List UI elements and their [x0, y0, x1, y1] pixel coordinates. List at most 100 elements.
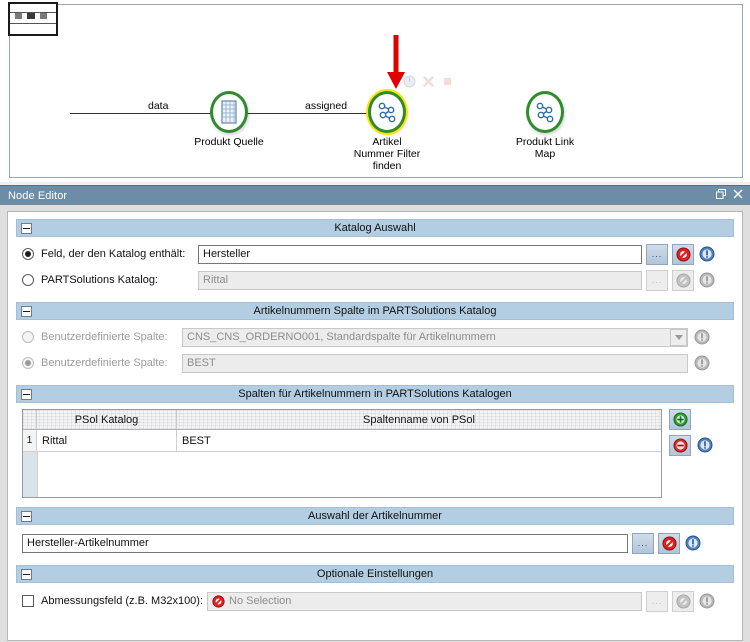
- flow-node-produkt-link-map[interactable]: Produkt Link Map: [485, 91, 605, 160]
- collapse-toggle-icon[interactable]: [21, 222, 32, 234]
- no-entry-icon: [661, 535, 677, 551]
- flow-node-label-artikel-nummer-filter-finden: Artikel Nummer Filter finden: [353, 136, 421, 172]
- row-feld-katalog: Feld, der den Katalog enthält: Herstelle…: [16, 241, 734, 267]
- table-header-psol-katalog[interactable]: PSol Katalog: [37, 410, 177, 429]
- workflow-canvas-inner[interactable]: data assigned: [9, 4, 743, 178]
- table-blank-rows: [38, 452, 661, 497]
- red-pointer-arrow: [387, 35, 405, 89]
- dropdown-standardspalte-value: CNS_CNS_ORDERNO001, Standardspalte für A…: [187, 331, 496, 343]
- node-circle-produkt-link-map[interactable]: [526, 91, 564, 133]
- overview-minimap[interactable]: [8, 2, 58, 36]
- edge-assigned-line: [225, 113, 400, 114]
- checkbox-abmessungsfeld[interactable]: [22, 595, 34, 607]
- table-header-index: [23, 410, 37, 429]
- browse-button-feld-katalog[interactable]: ...: [646, 243, 668, 265]
- section-header-spalten-tabelle[interactable]: Spalten für Artikelnummern in PARTSoluti…: [16, 385, 734, 403]
- section-header-optionale-einstellungen[interactable]: Optionale Einstellungen: [16, 565, 734, 583]
- radio-standardspalte: [22, 331, 34, 343]
- row-benutzerdefinierte-spalte: Benutzerdefinierte Spalte: BEST: [16, 350, 734, 376]
- info-icon: [694, 329, 711, 346]
- no-entry-icon: [675, 246, 691, 262]
- info-icon[interactable]: [697, 437, 714, 454]
- remove-row-button[interactable]: [669, 435, 691, 456]
- node-editor-content: Katalog Auswahl Feld, der den Katalog en…: [7, 211, 743, 641]
- info-icon: [699, 272, 716, 289]
- browse-button-partsolutions-katalog: ...: [646, 269, 668, 291]
- row-abmessungsfeld: Abmessungsfeld (z.B. M32x100): No Select…: [16, 588, 734, 614]
- row-auswahl-artikelnummer: Hersteller-Artikelnummer ...: [16, 530, 734, 556]
- section-title-optionale-einstellungen: Optionale Einstellungen: [316, 568, 434, 580]
- clear-button-partsolutions-katalog: [672, 269, 694, 291]
- node-circle-produkt-quelle[interactable]: [210, 91, 248, 133]
- radio-feld-katalog[interactable]: [22, 248, 34, 260]
- input-feld-katalog[interactable]: Hersteller: [198, 244, 642, 264]
- collapse-toggle-icon[interactable]: [21, 388, 32, 400]
- label-benutzerdefinierte-spalte: Benutzerdefinierte Spalte:: [41, 357, 168, 369]
- input-benutzerdefinierte-spalte: BEST: [182, 353, 688, 373]
- minimap-node-blip: [40, 13, 47, 19]
- table-index-gutter: [23, 452, 38, 497]
- edge-label-assigned: assigned: [305, 100, 348, 112]
- clear-button-feld-katalog[interactable]: [672, 243, 694, 265]
- minimap-node-blip: [15, 13, 22, 19]
- input-partsolutions-katalog: Rittal: [198, 270, 642, 290]
- info-icon[interactable]: [699, 246, 716, 263]
- no-entry-icon: [675, 272, 691, 288]
- input-auswahl-artikelnummer[interactable]: Hersteller-Artikelnummer: [22, 533, 628, 553]
- section-title-auswahl-artikelnummer: Auswahl der Artikelnummer: [308, 510, 442, 522]
- node-circle-artikel-nummer-filter-finden[interactable]: [368, 91, 406, 133]
- dropdown-standardspalte: CNS_CNS_ORDERNO001, Standardspalte für A…: [182, 327, 688, 347]
- table-row[interactable]: 1 Rittal BEST: [23, 430, 661, 452]
- row-partsolutions-katalog: PARTSolutions Katalog: Rittal ...: [16, 267, 734, 293]
- info-icon: [694, 355, 711, 372]
- table-cell-spaltenname[interactable]: BEST: [182, 434, 211, 447]
- close-icon[interactable]: [733, 189, 743, 202]
- spalten-table[interactable]: PSol Katalog Spaltenname von PSol 1 Ritt…: [22, 409, 662, 498]
- flow-node-produkt-quelle[interactable]: Produkt Quelle: [169, 91, 289, 148]
- flow-node-label-produkt-link-map: Produkt Link Map: [515, 136, 575, 160]
- info-icon[interactable]: [685, 535, 702, 552]
- minus-circle-icon: [672, 438, 688, 453]
- cancel-icon[interactable]: [420, 73, 437, 90]
- collapse-toggle-icon[interactable]: [21, 510, 32, 522]
- edge-label-data: data: [148, 100, 169, 112]
- plus-circle-icon: [672, 412, 688, 427]
- clear-button-abmessungsfeld: [672, 590, 694, 612]
- label-standardspalte: Benutzerdefinierte Spalte:: [41, 331, 168, 343]
- radio-partsolutions-katalog[interactable]: [22, 274, 34, 286]
- execute-icon[interactable]: [401, 73, 418, 90]
- flow-node-artikel-nummer-filter-finden[interactable]: Artikel Nummer Filter finden: [327, 91, 447, 172]
- no-entry-icon: [212, 594, 225, 608]
- label-feld-katalog: Feld, der den Katalog enthält:: [41, 248, 186, 260]
- collapse-toggle-icon[interactable]: [21, 568, 32, 580]
- workflow-canvas[interactable]: data assigned: [0, 0, 750, 182]
- restore-icon[interactable]: [716, 189, 726, 202]
- node-editor-body: Katalog Auswahl Feld, der den Katalog en…: [0, 205, 750, 642]
- table-cell-index: 1: [23, 430, 37, 451]
- stop-icon[interactable]: [439, 73, 456, 90]
- section-title-katalog-auswahl: Katalog Auswahl: [334, 222, 416, 234]
- table-empty-area: [23, 452, 661, 497]
- minimap-line: [10, 12, 56, 13]
- label-partsolutions-katalog: PARTSolutions Katalog:: [41, 274, 158, 286]
- add-row-button[interactable]: [669, 409, 691, 430]
- browse-button-abmessungsfeld: ...: [646, 590, 668, 612]
- table-action-buttons: [669, 409, 714, 498]
- section-header-auswahl-artikelnummer[interactable]: Auswahl der Artikelnummer: [16, 507, 734, 525]
- collapse-toggle-icon[interactable]: [21, 305, 32, 317]
- browse-button-auswahl-artikelnummer[interactable]: ...: [632, 532, 654, 554]
- section-header-katalog-auswahl[interactable]: Katalog Auswahl: [16, 219, 734, 237]
- table-source-icon: [221, 100, 237, 124]
- chevron-down-icon: [670, 328, 687, 346]
- node-editor-titlebar[interactable]: Node Editor: [0, 185, 750, 205]
- table-header-spaltenname[interactable]: Spaltenname von PSol: [363, 413, 475, 426]
- clear-button-auswahl-artikelnummer[interactable]: [658, 532, 680, 554]
- node-editor-title: Node Editor: [8, 189, 68, 202]
- section-title-artikelnummern-spalte: Artikelnummern Spalte im PARTSolutions K…: [253, 305, 497, 317]
- edge-data-line: [70, 113, 250, 114]
- table-cell-psol-katalog[interactable]: Rittal: [37, 430, 177, 451]
- section-header-artikelnummern-spalte[interactable]: Artikelnummern Spalte im PARTSolutions K…: [16, 302, 734, 320]
- row-standardspalte: Benutzerdefinierte Spalte: CNS_CNS_ORDER…: [16, 324, 734, 350]
- node-action-toolbar[interactable]: [400, 72, 457, 91]
- label-abmessungsfeld: Abmessungsfeld (z.B. M32x100):: [41, 595, 204, 607]
